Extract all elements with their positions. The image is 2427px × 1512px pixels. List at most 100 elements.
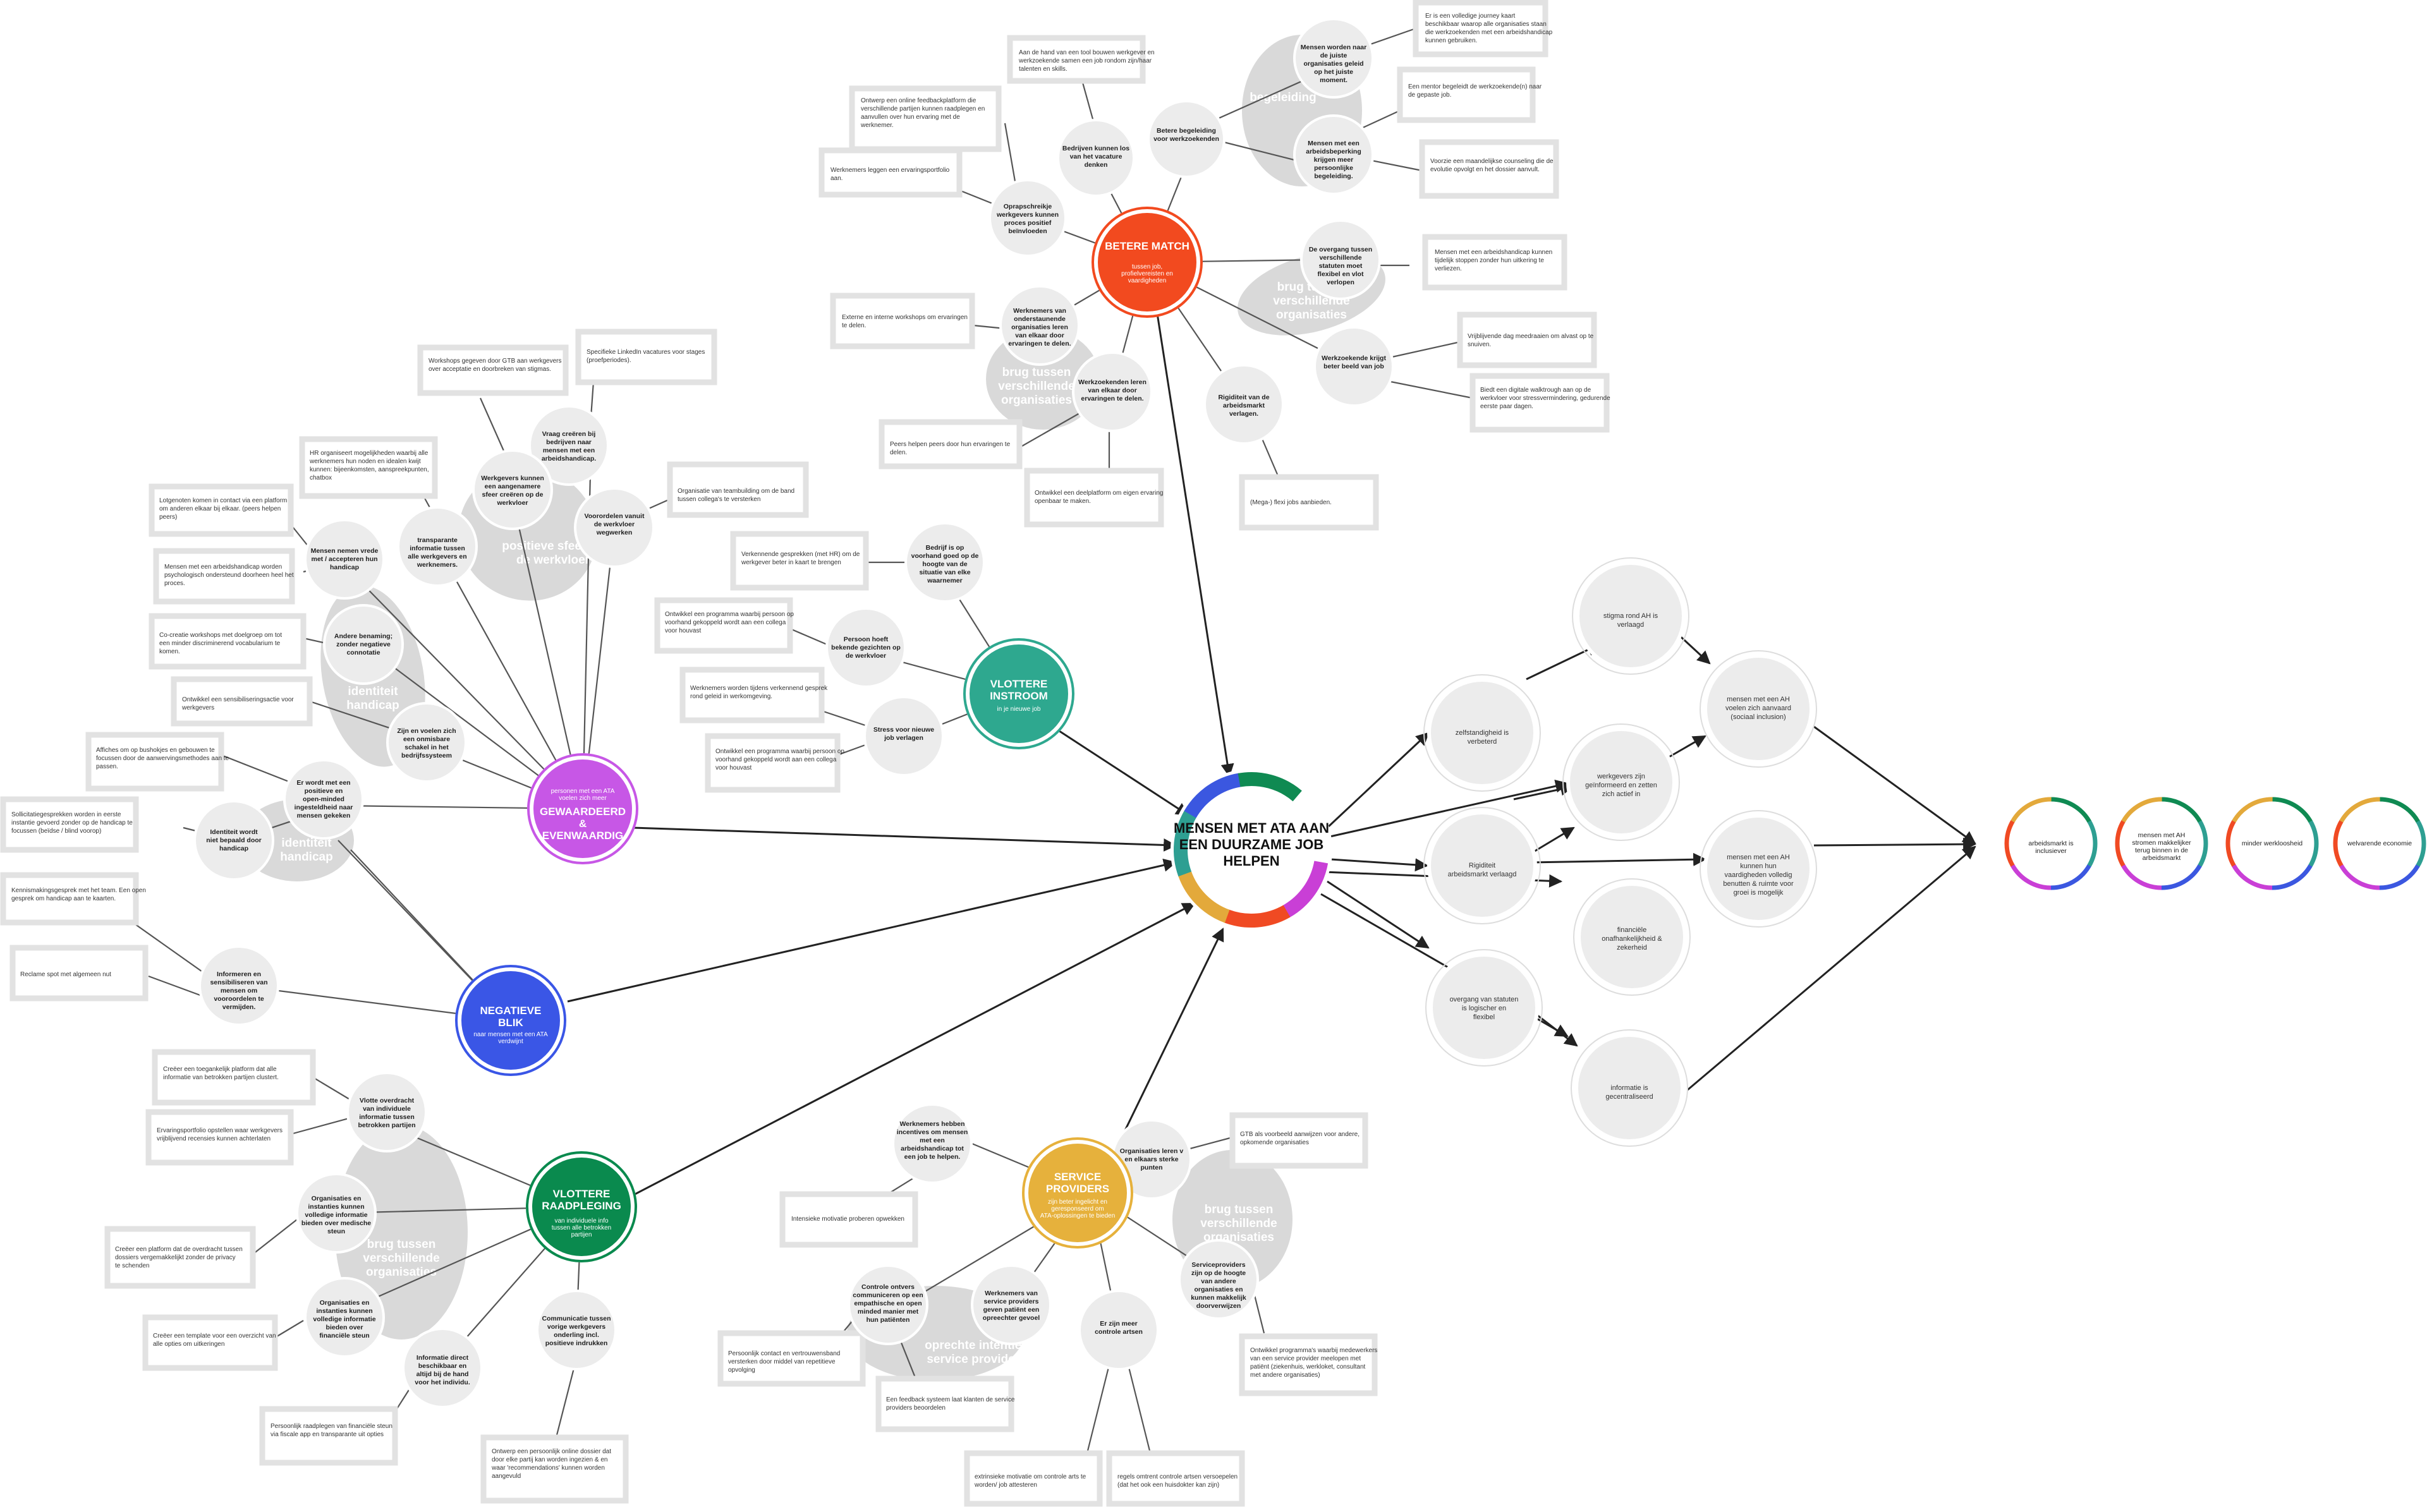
- note-box: Reclame spot met algemeen nut: [9, 945, 149, 1001]
- ring-arc-segment: [2225, 820, 2236, 867]
- note-text: Peers helpen peers door hun ervaringen t…: [890, 441, 1011, 456]
- hub-title: GEWAARDEERD&EVENWAARDIG: [540, 806, 626, 842]
- note-box: Creëer een platform dat de overdracht tu…: [104, 1226, 256, 1289]
- note-box: Vrijblijvende dag meedraaien om alvast o…: [1457, 311, 1597, 368]
- ring-arc-segment: [2050, 797, 2091, 823]
- final-outcome-node: minder werkloosheid: [2225, 797, 2319, 890]
- ring-arc-segment: [2232, 797, 2273, 823]
- note-box: regels omtrent controle artsen versoepel…: [1106, 1450, 1245, 1507]
- hub-fill: [533, 759, 632, 858]
- hub-betere-match: BETERE MATCH tussen job,profielvereisten…: [1092, 207, 1203, 318]
- hub-fill: [461, 971, 560, 1070]
- center-disc: [1171, 769, 1332, 931]
- note-text: Reclame spot met algemeen nut: [20, 971, 111, 978]
- cluster-label-begeleiding: begeleiding: [1250, 91, 1317, 104]
- ring-arc-segment: [1224, 905, 1291, 928]
- hub-ring-stroke: [963, 638, 1074, 749]
- note-text: Ontwikkel een programma waarbij persoon …: [665, 611, 794, 634]
- ring-arc-segment: [2004, 820, 2015, 867]
- hub-ring-stroke: [527, 753, 638, 864]
- ring-arc-segment: [2379, 797, 2420, 823]
- note-box: Creëer een template voor een overzicht v…: [142, 1314, 278, 1371]
- note-text: Ontwikkel een programma waarbij persoon …: [715, 748, 844, 771]
- note-box: Workshops gegeven door GTB aan werkgever…: [417, 344, 569, 396]
- ring-arc-segment: [2087, 820, 2098, 868]
- ring-arc-segment: [2050, 864, 2091, 890]
- note-text: Ontwikkel een sensibiliseringsactie voor…: [181, 696, 294, 711]
- ring-arc-segment: [2379, 864, 2420, 890]
- ring-arc-segment: [2339, 797, 2380, 823]
- hub-fill: [532, 1158, 631, 1256]
- note-text: Voorzie een maandelijkse counseling die …: [1430, 158, 1554, 173]
- ring-arc-segment: [1184, 773, 1241, 818]
- ring-arc-segment: [2308, 820, 2319, 868]
- note-box: Ontwikkel een programma waarbij persoon …: [654, 597, 794, 654]
- hub-fill: [1098, 213, 1196, 311]
- note-box: Peers helpen peers door hun ervaringen t…: [879, 419, 1023, 469]
- ring-arc-segment: [2198, 820, 2208, 868]
- note-box: Ervaringsportfolio opstellen waar werkge…: [145, 1109, 294, 1166]
- note-box: Creëer een toegankelijk platform dat all…: [152, 1049, 316, 1106]
- note-text: Ontwikkel een deelplatform om eigen erva…: [1035, 490, 1163, 505]
- ring-arc-segment: [2333, 820, 2344, 867]
- note-box: Co-creatie workshops met doelgroep om to…: [149, 613, 307, 670]
- note-text: Aan de hand van een tool bouwen werkgeve…: [1018, 49, 1155, 73]
- final-outcome-text: minder werkloosheid: [2242, 840, 2302, 847]
